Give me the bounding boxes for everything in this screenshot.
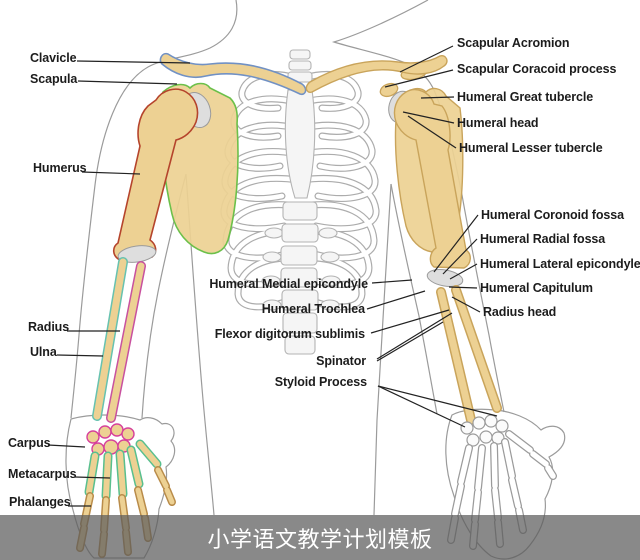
sternum (284, 89, 316, 199)
label-flexor-digitorum-sublimis: Flexor digitorum sublimis (214, 327, 365, 341)
clavicle-right-bone (305, 54, 448, 94)
humerus-left-bone (112, 88, 199, 261)
caption-bar: 小学语文教学计划模板 (0, 515, 640, 560)
label-ulna: Ulna (30, 345, 57, 359)
clavicle-left-bone (159, 52, 307, 96)
ulna-right-bone (436, 287, 476, 425)
label-scapula: Scapula (30, 72, 78, 86)
label-humeral-trochlea: Humeral Trochlea (261, 302, 365, 316)
label-humerus: Humerus (33, 161, 87, 175)
label-radius-head: Radius head (483, 305, 557, 319)
label-clavicle: Clavicle (30, 51, 77, 65)
caption-text: 小学语文教学计划模板 (207, 526, 433, 552)
carpus-right-bones (460, 414, 509, 447)
label-humeral-medial-epicondyle: Humeral Medial epicondyle (209, 277, 368, 291)
ulna-left-bone (92, 257, 128, 421)
spine (261, 49, 341, 355)
label-humeral-coronoid-fossa: Humeral Coronoid fossa (481, 208, 624, 222)
label-scapular-acromion: Scapular Acromion (457, 36, 570, 50)
rib-cage (220, 71, 380, 311)
label-humeral-capitulum: Humeral Capitulum (480, 281, 593, 295)
metacarpus-left-bones (84, 439, 162, 501)
label-scapular-coracoid: Scapular Coracoid process (457, 62, 617, 76)
humerus-right-bone (393, 88, 471, 269)
label-humeral-head: Humeral head (457, 116, 539, 130)
label-spinator: Spinator (316, 354, 366, 368)
radius-left-bone (106, 261, 146, 423)
label-humeral-lateral-epicondyle: Humeral Lateral epicondyle (480, 257, 640, 271)
radius-right-bone (451, 285, 502, 413)
label-humeral-great-tubercle: Humeral Great tubercle (457, 90, 594, 104)
leader-lines (47, 45, 498, 507)
label-humeral-lesser-tubercle: Humeral Lesser tubercle (459, 141, 603, 155)
label-radius: Radius (28, 320, 70, 334)
label-styloid-process: Styloid Process (274, 375, 367, 389)
label-phalanges: Phalanges (9, 495, 71, 509)
label-metacarpus: Metacarpus (8, 467, 77, 481)
label-carpus: Carpus (8, 436, 51, 450)
coracoid-process (379, 82, 399, 98)
label-humeral-radial-fossa: Humeral Radial fossa (480, 232, 606, 246)
